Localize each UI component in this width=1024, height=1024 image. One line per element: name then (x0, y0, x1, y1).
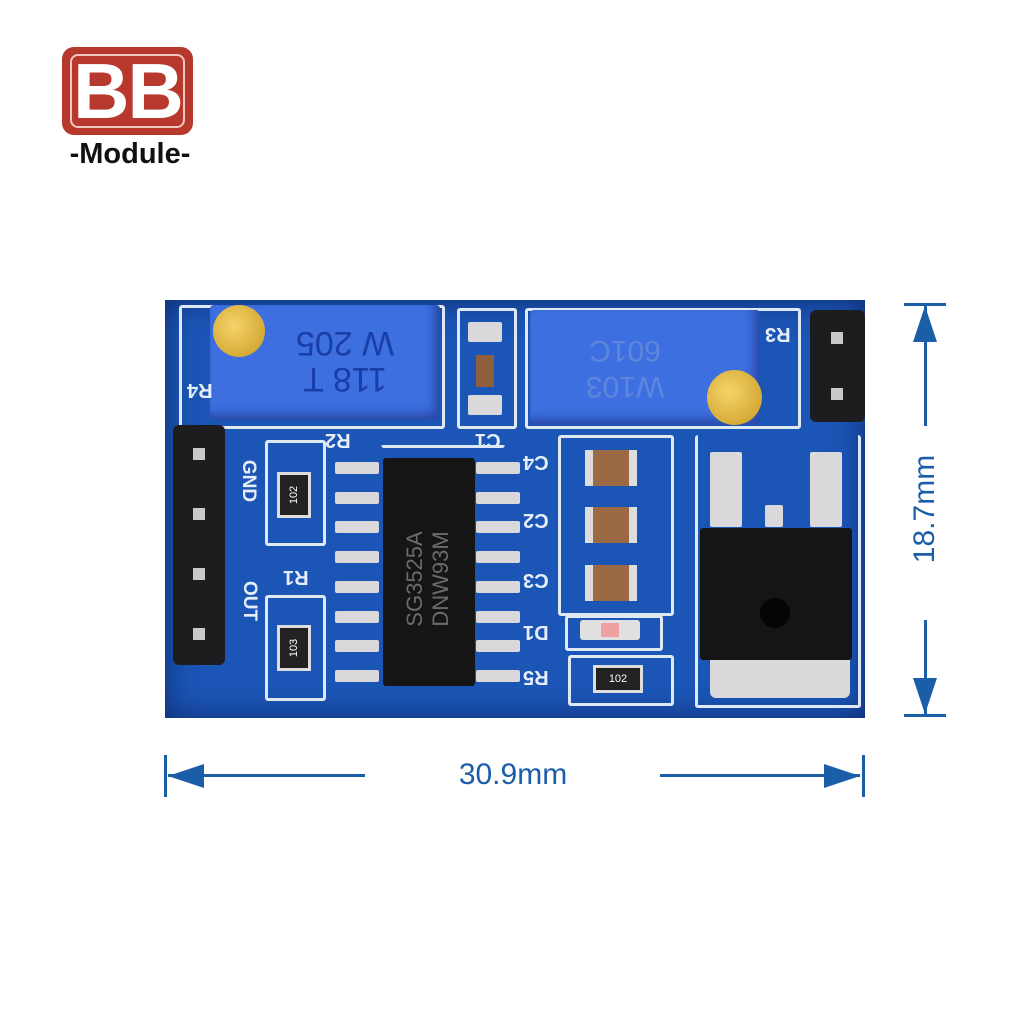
c1-outline (457, 308, 517, 429)
d1-outline (565, 615, 663, 651)
led-d1 (580, 620, 640, 640)
dim-tick-left (164, 755, 167, 797)
capacitor-c1 (476, 355, 494, 387)
r5-outline (568, 655, 674, 706)
pot-r4-line1: W 205 (295, 324, 395, 362)
ic-marking-line1: SG3525A (402, 531, 427, 627)
dim-line-left (168, 774, 365, 777)
r2-outline (265, 440, 326, 546)
dim-line-bottom (924, 620, 927, 714)
header-4pin (173, 425, 225, 665)
capacitor-c4 (585, 450, 637, 486)
ic-pins (335, 462, 520, 682)
resistor-r1: 103 (277, 625, 311, 671)
logo-border (70, 54, 185, 128)
dim-line-top (924, 306, 927, 426)
ic-sg3525a: SG3525A DNW93M (383, 458, 475, 686)
arrow-left-icon (168, 764, 204, 788)
voltage-regulator (700, 528, 852, 660)
pin (193, 448, 205, 460)
resistor-r2: 102 (277, 472, 311, 518)
label-r2: R2 (325, 429, 351, 451)
pin (193, 628, 205, 640)
dim-tick-top (904, 303, 946, 306)
label-r3: R3 (765, 323, 791, 345)
c1-pad (468, 395, 502, 415)
dim-line-right (660, 774, 860, 777)
label-c2: C2 (523, 509, 549, 531)
dim-tick-bottom (904, 714, 946, 717)
ic-marking-line2: DNW93M (428, 531, 453, 627)
width-dimension: 30.9mm (458, 758, 568, 791)
height-dimension: 18.7mm (908, 454, 941, 564)
adjust-screw-icon[interactable] (213, 305, 265, 357)
label-gnd: GND (238, 459, 260, 503)
ic-outline (380, 445, 506, 698)
regulator-outline (695, 435, 861, 708)
r3-outline (525, 308, 801, 429)
brand-logo: BB (62, 47, 193, 135)
capacitor-c2 (585, 507, 637, 543)
logo-subtitle: -Module- (69, 138, 191, 170)
ic-marking: SG3525A DNW93M (402, 474, 454, 684)
label-r5: R5 (523, 666, 549, 688)
pcb-board: 118 T W 205 R4 C1 W103 601C R3 GND OUT R… (165, 300, 865, 718)
resistor-r5: 102 (593, 665, 643, 693)
regulator-lead (710, 452, 742, 527)
pin (831, 332, 843, 344)
pin (193, 568, 205, 580)
pot-r4-marking: 118 T W 205 (265, 324, 425, 398)
c1-pad (468, 322, 502, 342)
regulator-lead (810, 452, 842, 527)
r2-code: 102 (287, 485, 300, 505)
label-r1: R1 (283, 566, 309, 588)
pot-r3-line2: 601C (589, 334, 661, 367)
arrow-down-icon (913, 678, 937, 714)
label-r4: R4 (187, 379, 213, 401)
pin (831, 388, 843, 400)
dim-tick-right (862, 755, 865, 797)
caps-outline (558, 435, 674, 616)
capacitor-c3 (585, 565, 637, 601)
pin (193, 508, 205, 520)
arrow-right-icon (824, 764, 860, 788)
regulator-dimple (760, 598, 790, 628)
r1-code: 103 (287, 638, 300, 658)
label-out: OUT (239, 580, 261, 622)
pot-r3-line1: W103 (585, 370, 665, 403)
logo-mark: BB (73, 47, 184, 135)
r1-outline (265, 595, 326, 701)
regulator-lead (765, 505, 783, 527)
pot-r4-line2: 118 T (303, 360, 387, 398)
label-c3: C3 (523, 569, 549, 591)
header-2pin (810, 310, 865, 422)
label-c4: C4 (523, 451, 549, 473)
adjust-screw-icon[interactable] (707, 370, 762, 425)
label-d1: D1 (523, 621, 549, 643)
pot-r3-marking: W103 601C (550, 332, 700, 404)
arrow-up-icon (913, 306, 937, 342)
